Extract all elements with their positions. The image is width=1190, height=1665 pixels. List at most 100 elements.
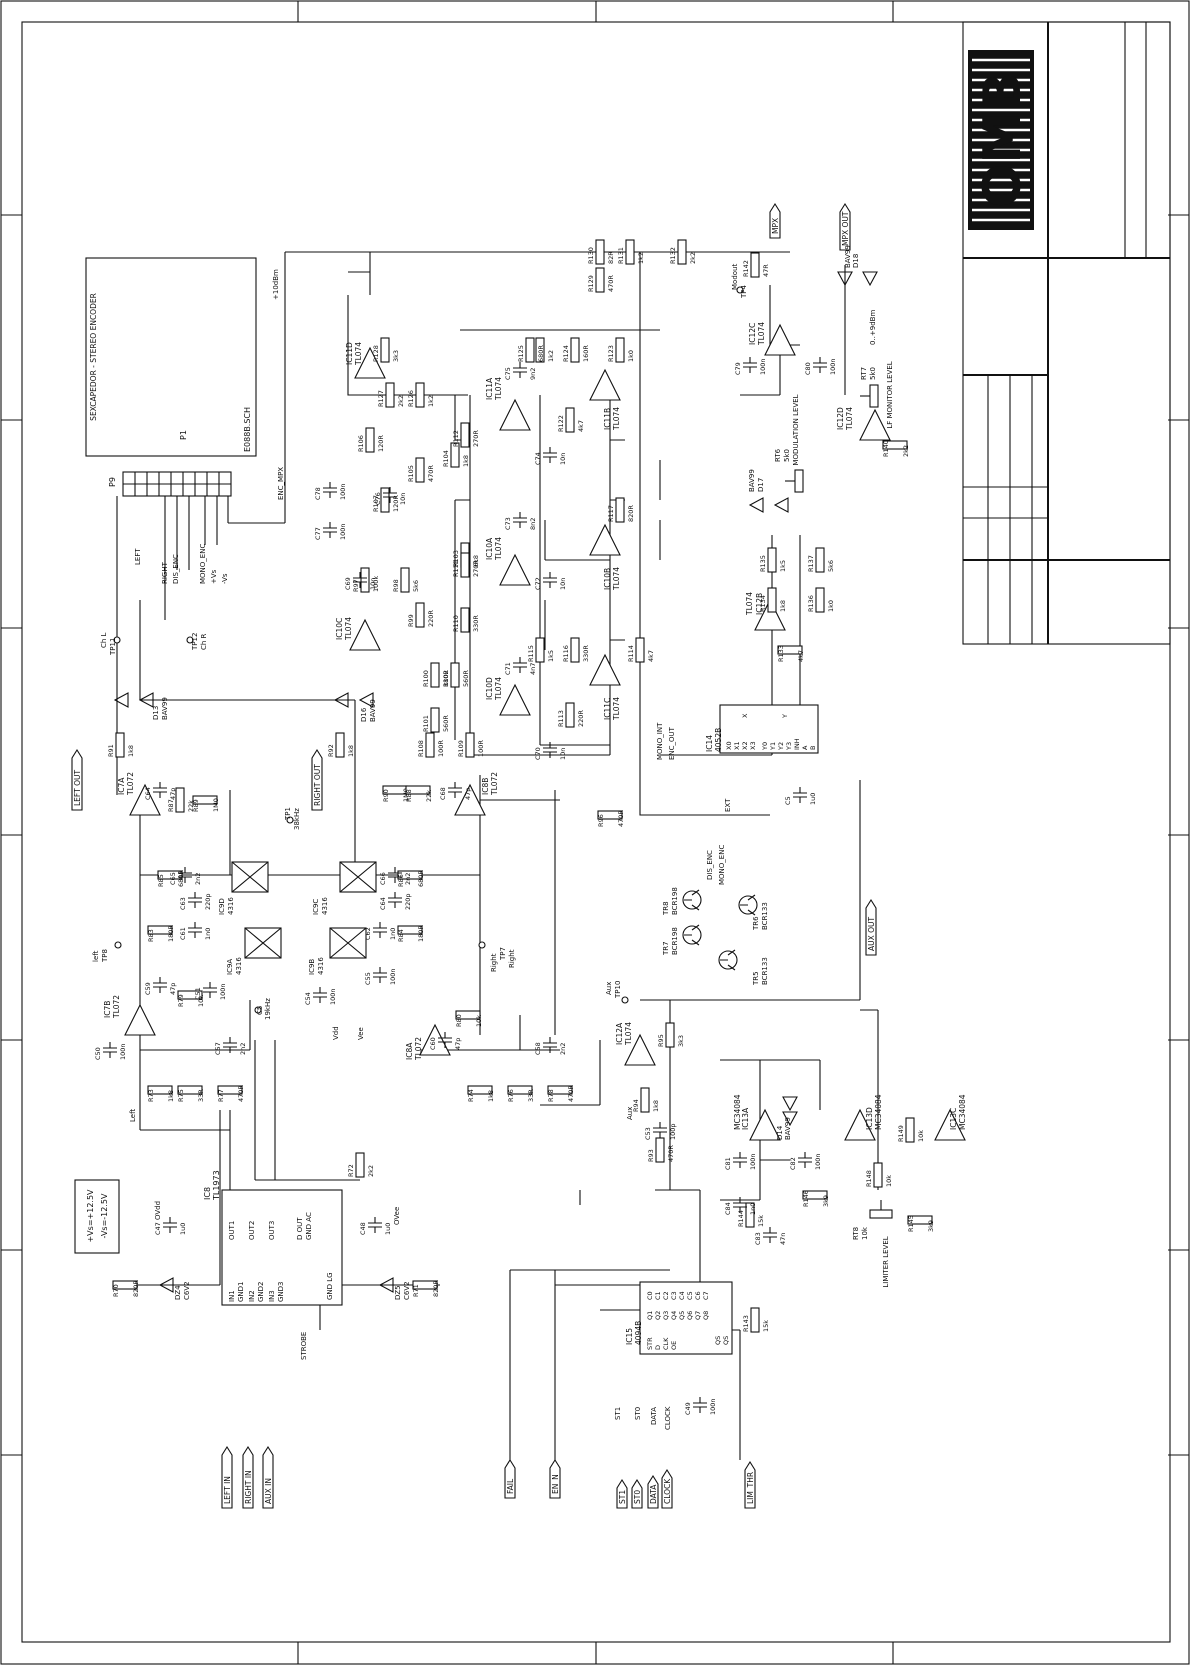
tp10-label: Aux xyxy=(605,982,613,995)
capacitor-value-c59: 47p xyxy=(169,983,177,995)
ic15-pin-c7: C7 xyxy=(702,1291,710,1300)
d16-part: BAV99 xyxy=(369,699,377,722)
ic15-pin-q8: Q8 xyxy=(702,1311,710,1320)
resistor-r123 xyxy=(615,337,625,363)
transistor-tr7 xyxy=(682,924,702,946)
port-aux-in-label: AUX IN xyxy=(264,1478,273,1504)
d18-ref: D18 xyxy=(852,254,860,268)
resistor-r114 xyxy=(635,637,645,663)
resistor-r120 xyxy=(535,337,545,363)
resistor-ref-r101: R101 xyxy=(422,715,430,732)
transistor-tr8 xyxy=(682,889,702,911)
capacitor-value-c60: 47p xyxy=(454,1038,462,1050)
ic13d-ref: IC13D xyxy=(865,1107,874,1130)
capacitor-value-c71: 4n7 xyxy=(529,663,537,675)
p9-right-label: RIGHT xyxy=(161,561,169,584)
capacitor-c80 xyxy=(813,357,827,373)
ic12b-ref: IC12B xyxy=(755,593,764,615)
resistor-value-r96: 470R xyxy=(617,810,625,827)
resistor-ref-r102: R102 xyxy=(442,670,450,687)
ic8-pin-in1: IN1 xyxy=(228,1290,236,1302)
net-strobe: STROBE xyxy=(300,1332,308,1360)
resistor-value-r132: 2k2 xyxy=(689,252,697,264)
resistor-ref-r114: R114 xyxy=(627,645,635,662)
resistor-value-r95: 3k3 xyxy=(677,1035,685,1047)
port-left-out-label: LEFT OUT xyxy=(73,770,82,806)
resistor-ref-r143: R143 xyxy=(742,1315,750,1332)
capacitor-ref-c84: C84 xyxy=(724,1202,732,1215)
resistor-ref-r112: R112 xyxy=(452,430,460,447)
resistor-value-r90: 1M0 xyxy=(402,788,410,802)
resistor-value-r87: 22k xyxy=(187,800,195,812)
capacitor-c60 xyxy=(438,1032,452,1048)
ic10b-part: TL074 xyxy=(612,567,621,591)
resistor-value-r148: 10k xyxy=(885,1175,893,1187)
resistor-value-r124: 160R xyxy=(582,345,590,362)
ic15-pin-c5: C5 xyxy=(686,1291,694,1300)
capacitor-ref-c78: C78 xyxy=(314,487,322,500)
resistor-value-r114: 4k7 xyxy=(647,650,655,662)
resistor-ref-r74: R74 xyxy=(467,1089,475,1102)
transistor-tr5 xyxy=(718,949,738,971)
resistor-value-r92: 1k8 xyxy=(347,745,355,757)
capacitor-value-c49: 100n xyxy=(709,1398,717,1415)
resistor-r78 xyxy=(547,1085,573,1095)
resistor-value-r86: 680R xyxy=(417,870,425,887)
capacitor-ref-c54: C54 xyxy=(304,992,312,1005)
port-left-out: LEFT OUT xyxy=(71,748,83,811)
capacitor-ref-c60: C60 xyxy=(429,1037,437,1050)
rt6-value: 5k0 xyxy=(783,449,791,462)
ic8a-part: TL072 xyxy=(414,1037,423,1061)
port-en-n: EN_N xyxy=(549,1458,561,1499)
net-clock: CLOCK xyxy=(664,1406,672,1430)
ic15-pin-q3: Q3 xyxy=(662,1311,670,1320)
resistor-ref-r125: R125 xyxy=(517,345,525,362)
tp1-label: 38kHz xyxy=(293,808,301,830)
resistor-r143 xyxy=(750,1307,760,1333)
resistor-ref-r71: R71 xyxy=(412,1284,420,1297)
resistor-r135 xyxy=(767,547,777,573)
resistor-ref-r88: R88 xyxy=(405,789,413,802)
resistor-ref-r100: R100 xyxy=(422,670,430,687)
ic11d-ref: IC11D xyxy=(345,342,354,365)
resistor-value-r127: 2k2 xyxy=(397,395,405,407)
mpx-level: 0..+9dBm xyxy=(869,310,877,345)
ic14-pin-y3: Y3 xyxy=(785,742,793,751)
capacitor-c76 xyxy=(383,487,397,503)
ic15-pin-q5: Q5 xyxy=(678,1311,686,1320)
resistor-value-r113: 220R xyxy=(577,710,585,727)
capacitor-ref-c57: C57 xyxy=(214,1042,222,1055)
ic15-pin-q4: Q4 xyxy=(670,1311,678,1320)
ic7a-ref: IC7A xyxy=(117,777,126,795)
ic12a-part: TL074 xyxy=(624,1022,633,1046)
resistor-ref-r103: R103 xyxy=(452,550,460,567)
ic14-part: 4052B xyxy=(714,728,723,752)
resistor-ref-r122: R122 xyxy=(557,415,565,432)
capacitor-c49 xyxy=(693,1397,707,1413)
resistor-r128 xyxy=(380,337,390,363)
resistor-ref-r132: R132 xyxy=(669,247,677,264)
resistor-ref-r133: R133 xyxy=(777,645,785,662)
ic12c-ref: IC12C xyxy=(748,323,757,345)
resistor-value-r93: 470R xyxy=(667,1145,675,1162)
resistor-value-r98: 5k6 xyxy=(412,580,420,592)
capacitor-value-c62: 1n0 xyxy=(389,928,397,940)
p9-enc-mpx-label: ENC_MPX xyxy=(277,467,285,500)
resistor-r133 xyxy=(777,645,803,655)
d16-ref: D16 xyxy=(360,707,368,722)
dz4-part: C6V2 xyxy=(183,1281,191,1300)
resistor-r97 xyxy=(360,567,370,593)
supply-neg-text: -Vs=-12.5V xyxy=(100,1193,109,1238)
ic15-pin-d: D xyxy=(654,1345,662,1350)
tp12-label: Ch R xyxy=(200,633,208,650)
net-st0: ST0 xyxy=(634,1407,642,1420)
resistor-r117 xyxy=(615,497,625,523)
ic11d-part: TL074 xyxy=(354,342,363,366)
net-right-tp7: Right xyxy=(490,953,498,972)
capacitor-c83 xyxy=(763,1227,777,1243)
resistor-ref-r149: R149 xyxy=(897,1125,905,1142)
port-aux-in: AUX IN xyxy=(262,1445,274,1509)
capacitor-ref-c76: C76 xyxy=(374,492,382,505)
capacitor-value-c61: 1n0 xyxy=(204,928,212,940)
